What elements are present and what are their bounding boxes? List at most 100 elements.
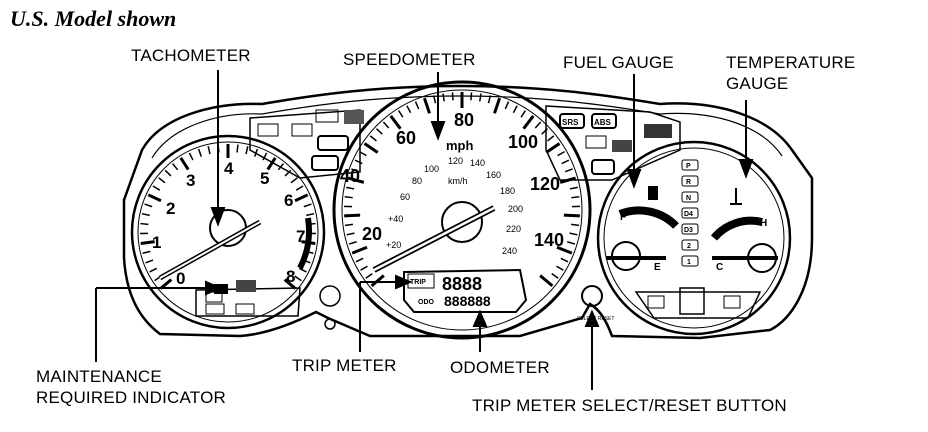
tach-num-8: 8	[286, 267, 295, 286]
leader-lines	[95, 70, 754, 390]
temp-scale-arc	[710, 216, 763, 241]
kmh-200: 200	[508, 204, 523, 214]
tach-num-6: 6	[284, 191, 293, 210]
maintenance-label-line1: MAINTENANCE	[36, 367, 162, 386]
dial-tick	[355, 257, 364, 263]
temperature-gauge-label-line2: GAUGE	[726, 74, 789, 93]
mph-60: 60	[396, 128, 416, 148]
gear-1: 1	[687, 259, 691, 266]
dial-tick	[359, 150, 367, 157]
fuel-scale-arc	[618, 206, 679, 229]
dial-tick	[144, 203, 153, 208]
dial-tick	[351, 168, 360, 173]
dial-tick	[365, 273, 373, 279]
top-right-indicator-block: SRS ABS SELECT RESET	[545, 105, 681, 322]
maintenance-required-light	[214, 284, 228, 294]
dial-tick	[344, 196, 353, 199]
gear-indicator: P R N D4 D3 2 1	[681, 159, 699, 267]
dial-tick	[363, 142, 379, 154]
dial-tick	[570, 223, 580, 227]
dial-tick	[422, 97, 431, 114]
kmh-240: 240	[502, 246, 517, 256]
dial-tick	[479, 93, 482, 102]
dial-tick	[140, 222, 149, 226]
dial-tick	[172, 163, 179, 171]
tach-num-5: 5	[260, 169, 269, 188]
fuel-full: F	[620, 212, 626, 223]
lcd-display: TRIP 8888 ODO 888888	[403, 268, 528, 313]
dial-tick	[534, 121, 542, 129]
dial-tick	[207, 146, 211, 155]
tach-num-3: 3	[186, 171, 195, 190]
dial-tick	[236, 144, 239, 153]
dial-tick	[290, 177, 298, 184]
kmh-unit: km/h	[448, 176, 468, 186]
dial-tick	[567, 241, 576, 245]
dial-tick	[298, 267, 307, 273]
dial-tick	[522, 115, 535, 130]
dial-tick	[294, 193, 309, 203]
kmh-60: 60	[400, 192, 410, 202]
mph-80: 80	[454, 110, 474, 130]
dial-tick	[539, 274, 554, 287]
dial-tick	[344, 213, 361, 218]
dial-tick	[547, 135, 555, 142]
dial-tick	[569, 186, 578, 190]
trip-label: TRIP	[410, 279, 426, 286]
dial-tick	[370, 274, 385, 287]
dial-tick	[557, 150, 565, 157]
dial-tick	[487, 95, 492, 104]
dial-tick	[414, 101, 420, 110]
dial-tick	[354, 159, 363, 165]
kmh-180: 180	[500, 186, 515, 196]
tach-num-0: 0	[176, 269, 185, 288]
dial-tick	[197, 148, 203, 157]
dial-tick	[451, 92, 454, 101]
kmh-80: 80	[412, 176, 422, 186]
kmh-140: 140	[470, 158, 485, 168]
mph-140: 140	[534, 230, 564, 250]
dial-tick	[303, 203, 312, 208]
model-heading: U.S. Model shown	[10, 6, 177, 31]
dial-tick	[142, 250, 151, 255]
dial-tick	[245, 146, 249, 155]
dial-tick	[432, 95, 437, 104]
dial-tick	[348, 241, 357, 245]
oil-light	[235, 303, 255, 315]
dial-tick	[556, 265, 564, 271]
dial-tick	[158, 177, 166, 184]
tach-num-2: 2	[166, 199, 175, 218]
gear-d3: D3	[684, 227, 693, 234]
right-warning-panel	[634, 291, 762, 319]
fuel-empty: E	[654, 262, 661, 273]
gear-2: 2	[687, 243, 691, 250]
dial-tick	[295, 185, 304, 191]
dial-tick	[551, 273, 559, 279]
tachometer-dial: 0 1 2 3 4 5 6 7 8	[130, 134, 341, 330]
kmh-220: 220	[506, 224, 521, 234]
tach-num-1: 1	[152, 233, 161, 252]
temperature-gauge-label-line1: TEMPERATURE	[726, 53, 856, 72]
tachometer-redzone	[297, 217, 312, 270]
speedometer-ticks	[344, 92, 580, 287]
dial-tick	[382, 121, 390, 129]
gear-n: N	[686, 195, 691, 202]
dial-tick	[360, 265, 368, 271]
dial-tick	[504, 101, 510, 110]
speedometer-label: SPEEDOMETER	[343, 50, 476, 69]
mph-40: 40	[340, 166, 360, 186]
fuel-gauge-label: FUEL GAUGE	[563, 53, 674, 72]
top-left-indicator-block	[249, 109, 364, 179]
dial-tick	[561, 159, 570, 165]
right-gauge-pod: F E H C P R N D4 D3 2	[596, 140, 792, 336]
dial-tick	[294, 275, 302, 282]
dial-tick	[375, 128, 383, 135]
srs-indicator: SRS	[562, 118, 579, 127]
dial-tick	[563, 213, 580, 218]
dial-tick	[147, 193, 162, 203]
dial-tick	[520, 110, 527, 118]
left-small-knob	[324, 318, 336, 330]
dial-tick	[493, 97, 502, 114]
